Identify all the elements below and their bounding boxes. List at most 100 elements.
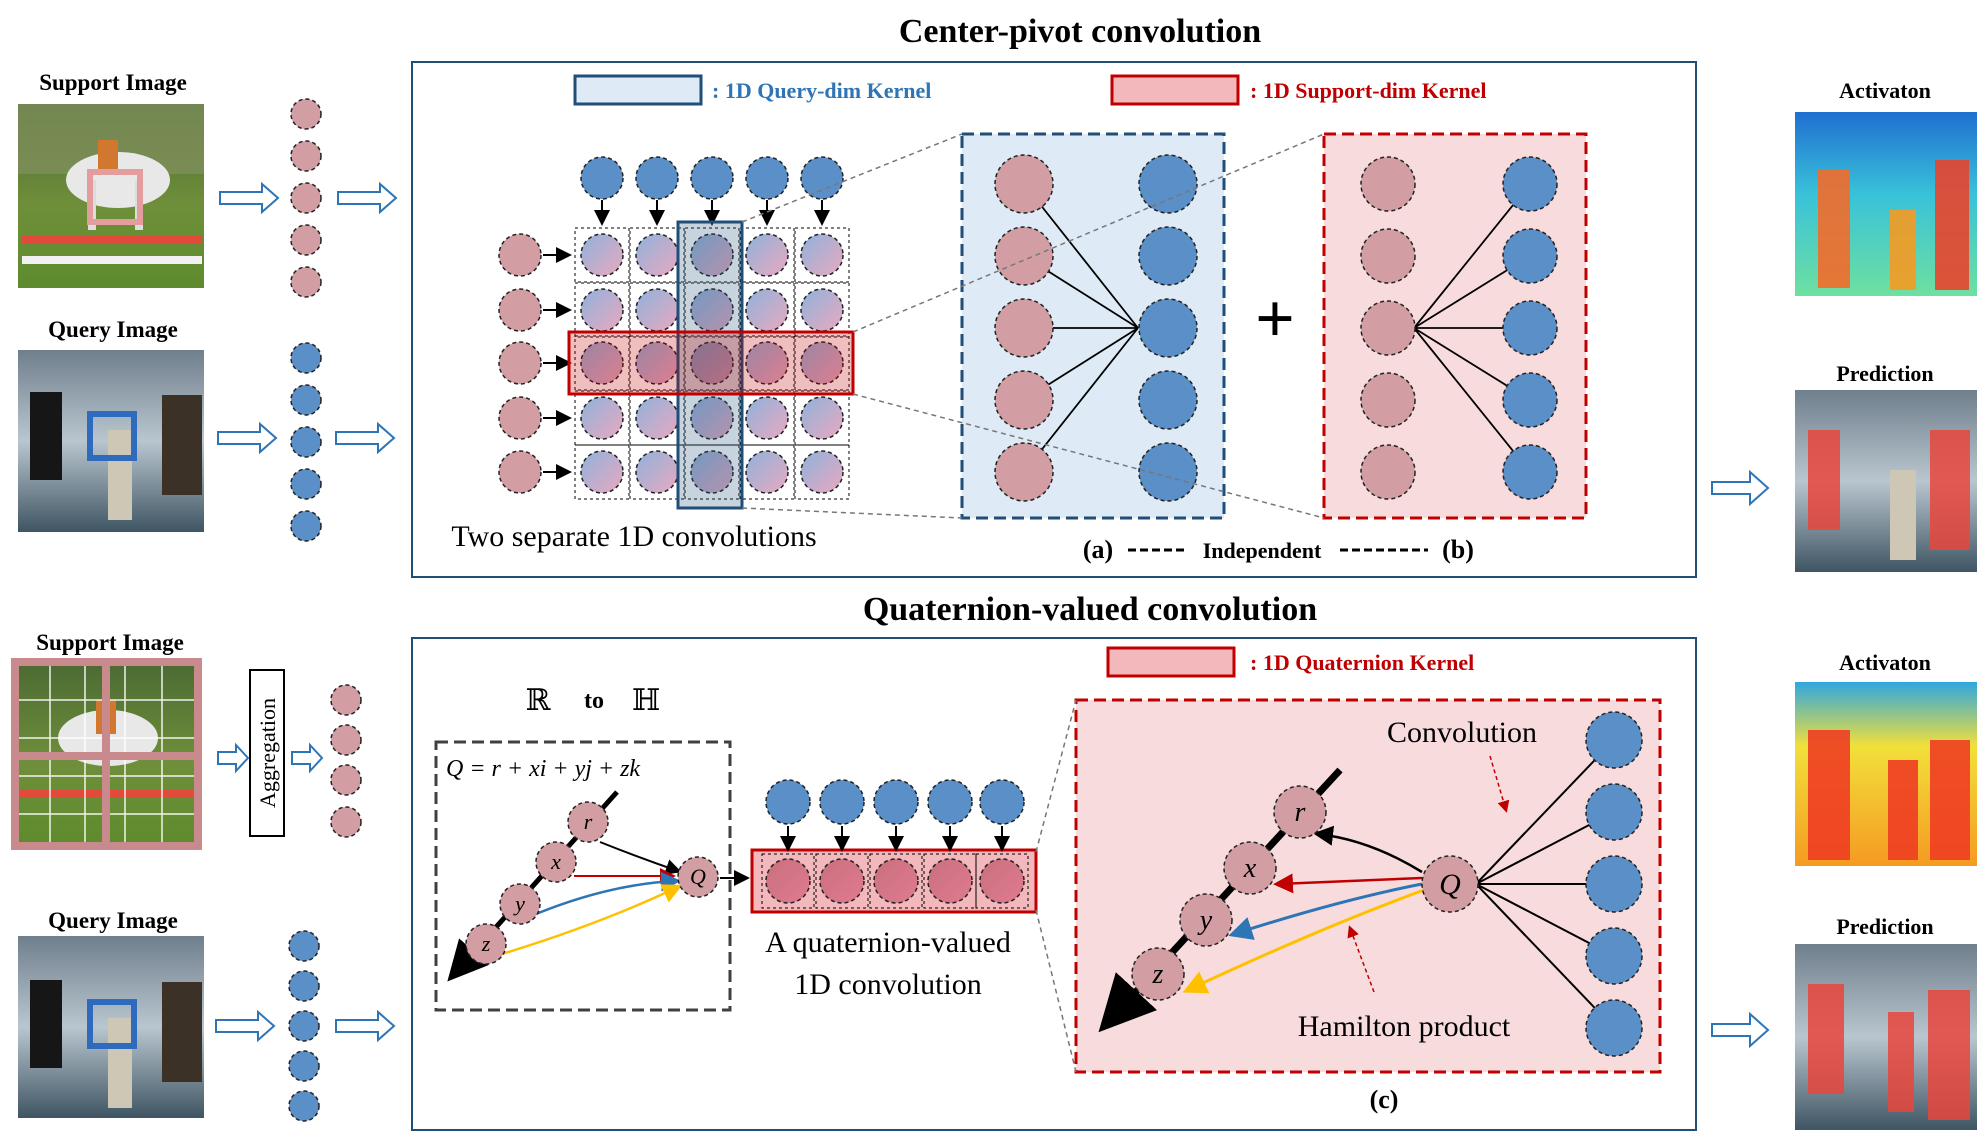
bottom-support-node-column (330, 684, 362, 838)
grid-cell-node (800, 288, 844, 332)
bottom-support-image (11, 658, 202, 850)
small-arrow-z (501, 884, 683, 956)
bottom-arrows-left (215, 742, 396, 1043)
panel-a-blue-node-4 (1138, 442, 1198, 502)
grid-query-node-0 (580, 156, 624, 200)
grid-cell (739, 227, 795, 283)
panel-a-blue-node-1 (1138, 226, 1198, 286)
panel-a-edge-0 (1023, 183, 1139, 329)
panel-a-pink-node-2 (994, 298, 1054, 358)
big-blue-node-4 (1585, 999, 1643, 1057)
grid-cell (629, 282, 685, 338)
panel-b-blue-node-0 (1502, 156, 1558, 212)
big-arrow-r (1313, 825, 1423, 874)
hamilton-pointer (1347, 925, 1375, 993)
panel-b-pink-node-1 (1360, 228, 1416, 284)
grid-cell-node (745, 450, 789, 494)
top-arrows-left (217, 181, 398, 455)
top-caption-left: Two separate 1D convolutions (451, 520, 816, 553)
query-node-1 (288, 970, 320, 1002)
kernel-node-1 (819, 858, 865, 904)
grid-cell-node (580, 341, 624, 385)
kernel-node-2 (873, 858, 919, 904)
h-symbol: ℍ (632, 684, 660, 717)
panel-a-pink-node-3 (994, 370, 1054, 430)
top-activation-map (1795, 112, 1977, 296)
top-panel (411, 61, 1697, 578)
big-axis-label-r: r (1295, 797, 1306, 828)
grid-cell (684, 227, 740, 283)
top-title: Center-pivot convolution (899, 13, 1261, 50)
small-arrow-y (535, 871, 681, 916)
bottom-query-label: Query Image (48, 908, 178, 933)
panel-b-pink-node-2 (1360, 300, 1416, 356)
panel-b-nodes (1360, 156, 1558, 500)
grid-cell-node (800, 233, 844, 277)
query-node-0 (290, 342, 322, 374)
grid-cell (629, 335, 685, 391)
grid-cell-node (745, 233, 789, 277)
panel-c (1074, 698, 1662, 1074)
support-node-1 (290, 140, 322, 172)
query-node-4 (290, 510, 322, 542)
query-node-2 (288, 1010, 320, 1042)
grid-cell (574, 282, 630, 338)
query-node-3 (288, 1050, 320, 1082)
caption-b: (b) (1442, 535, 1474, 564)
small-axis-node-x (535, 841, 577, 883)
support-dim-kernel-highlight (567, 330, 855, 396)
panel-b-pink-node-0 (1360, 156, 1416, 212)
grid-query-node-4 (800, 156, 844, 200)
big-axis-label-x: x (1243, 853, 1257, 884)
quaternion-kernel (750, 779, 1038, 914)
support-node-3 (290, 224, 322, 256)
panel-b-edge-0 (1413, 183, 1531, 329)
caption-independent: Independent (1203, 538, 1322, 563)
bottom-title: Quaternion-valued convolution (863, 591, 1317, 628)
grid-cell-node (800, 341, 844, 385)
panel-a-nodes (994, 154, 1198, 502)
grid-query-node-2 (690, 156, 734, 200)
bottom-prediction-image (1795, 944, 1977, 1130)
grid-cell-node (580, 396, 624, 440)
big-blue-node-3 (1585, 927, 1643, 985)
aggregation-label: Aggregation (255, 698, 280, 808)
big-axis-label-y: y (1197, 905, 1213, 936)
kernel-node-0 (765, 858, 811, 904)
grid-support-node-3 (498, 396, 542, 440)
big-conv-edge-0 (1475, 739, 1615, 885)
caption-c: (c) (1370, 1085, 1399, 1114)
big-axis-label-z: z (1152, 959, 1164, 990)
bottom-activation-label: Activaton (1839, 650, 1931, 675)
support-node-2 (330, 764, 362, 796)
panel-b-blue-node-3 (1502, 372, 1558, 428)
top-prediction-label: Prediction (1836, 361, 1933, 386)
kernel-node-3 (927, 858, 973, 904)
top-query-label: Query Image (48, 317, 178, 342)
to-word: to (584, 688, 604, 714)
grid-cell (684, 335, 740, 391)
bottom-query-node-column (288, 930, 320, 1122)
quaternion-equation: Q = r + xi + yj + zk (446, 756, 640, 782)
grid-cell-node (635, 288, 679, 332)
support-node-2 (290, 182, 322, 214)
grid-cell-node (690, 288, 734, 332)
bottom-panel (411, 637, 1697, 1131)
grid-cell (739, 444, 795, 500)
big-axis-node-Q (1421, 855, 1479, 913)
grid-cell-node (635, 450, 679, 494)
panel-a-pink-node-0 (994, 154, 1054, 214)
grid-support-node-1 (498, 288, 542, 332)
grid-cell-node (800, 396, 844, 440)
small-axis-node-r (567, 801, 609, 843)
bottom-connector-lines (1035, 699, 1077, 1073)
support-node-0 (290, 98, 322, 130)
legend-quaternion-text: : 1D Quaternion Kernel (1250, 650, 1474, 675)
grid-query-node-1 (635, 156, 679, 200)
grid-cell-node (690, 233, 734, 277)
kernel-node-4 (979, 858, 1025, 904)
correlation-grid (498, 156, 850, 500)
kernel-query-node-3 (927, 779, 973, 825)
